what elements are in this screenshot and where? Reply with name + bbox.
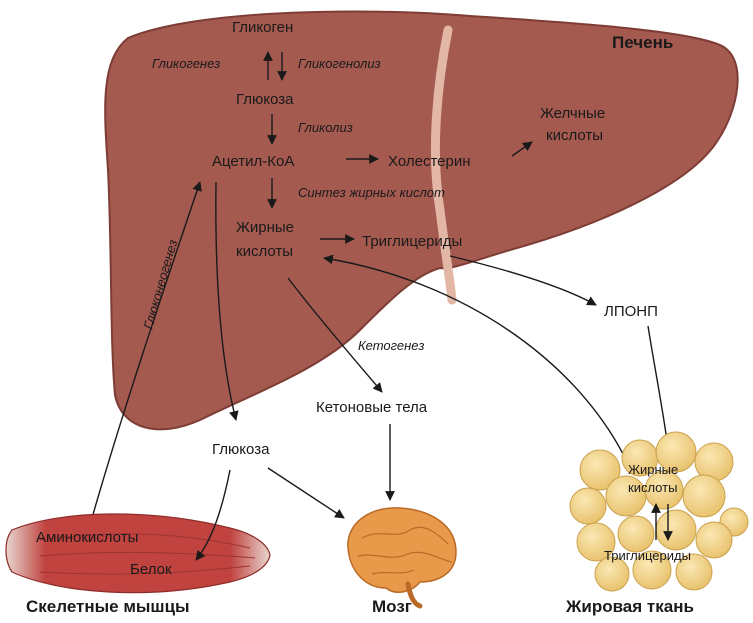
cholesterol-label: Холестерин — [388, 153, 471, 170]
brain: Мозг — [348, 508, 456, 616]
skeletal-muscle: Аминокислоты Белок Скелетные мышцы — [6, 514, 270, 616]
brain-title: Мозг — [372, 597, 412, 616]
muscle-shape — [6, 514, 270, 593]
adipose-tissue: Жирные кислоты Триглицериды Жировая ткан… — [565, 432, 748, 616]
glycogen-label: Гликоген — [232, 19, 293, 36]
ketogenesis-label: Кетогенез — [358, 338, 424, 353]
ketone-bodies-label: Кетоновые тела — [316, 399, 428, 416]
adipose-title: Жировая ткань — [565, 597, 694, 616]
amino-acids-label: Аминокислоты — [36, 529, 138, 546]
bile-acids-label-1: Желчные — [540, 105, 605, 122]
liver-to-vldl-arrow — [450, 256, 596, 305]
fat-cell — [696, 522, 732, 558]
liver: Печень — [105, 11, 737, 429]
glucose-blood-label: Глюкоза — [212, 441, 270, 458]
fatty-acid-synthesis-label: Синтез жирных кислот — [298, 185, 445, 200]
adipose-fatty-acids-label-1: Жирные — [628, 462, 678, 477]
vldl-label: ЛПОНП — [604, 303, 658, 320]
fatty-acids-liver-label-2: кислоты — [236, 243, 293, 260]
fat-cell — [683, 475, 725, 517]
vldl-to-adipose-arrow — [648, 326, 668, 448]
adipose-fatty-acids-label-2: кислоты — [628, 480, 677, 495]
fat-cell — [570, 488, 606, 524]
bile-acids-label-2: кислоты — [546, 127, 603, 144]
fat-cell — [618, 516, 654, 552]
glucose-liver-label: Глюкоза — [236, 91, 294, 108]
acetyl-coa-label: Ацетил-КоА — [212, 153, 294, 170]
glycogenesis-label: Гликогенез — [152, 56, 220, 71]
adipose-triglycerides-label: Триглицериды — [604, 548, 691, 563]
glycolysis-label: Гликолиз — [298, 120, 353, 135]
triglycerides-liver-label: Триглицериды — [362, 233, 462, 250]
fat-cell — [656, 510, 696, 550]
glycogenolysis-label: Гликогенолиз — [298, 56, 381, 71]
brain-shape — [348, 508, 456, 592]
liver-shape — [105, 11, 737, 429]
liver-title: Печень — [612, 33, 673, 52]
muscle-title: Скелетные мышцы — [26, 597, 190, 616]
glucose-to-brain-arrow — [268, 468, 344, 518]
protein-label: Белок — [130, 561, 172, 578]
fatty-acids-liver-label-1: Жирные — [236, 219, 294, 236]
